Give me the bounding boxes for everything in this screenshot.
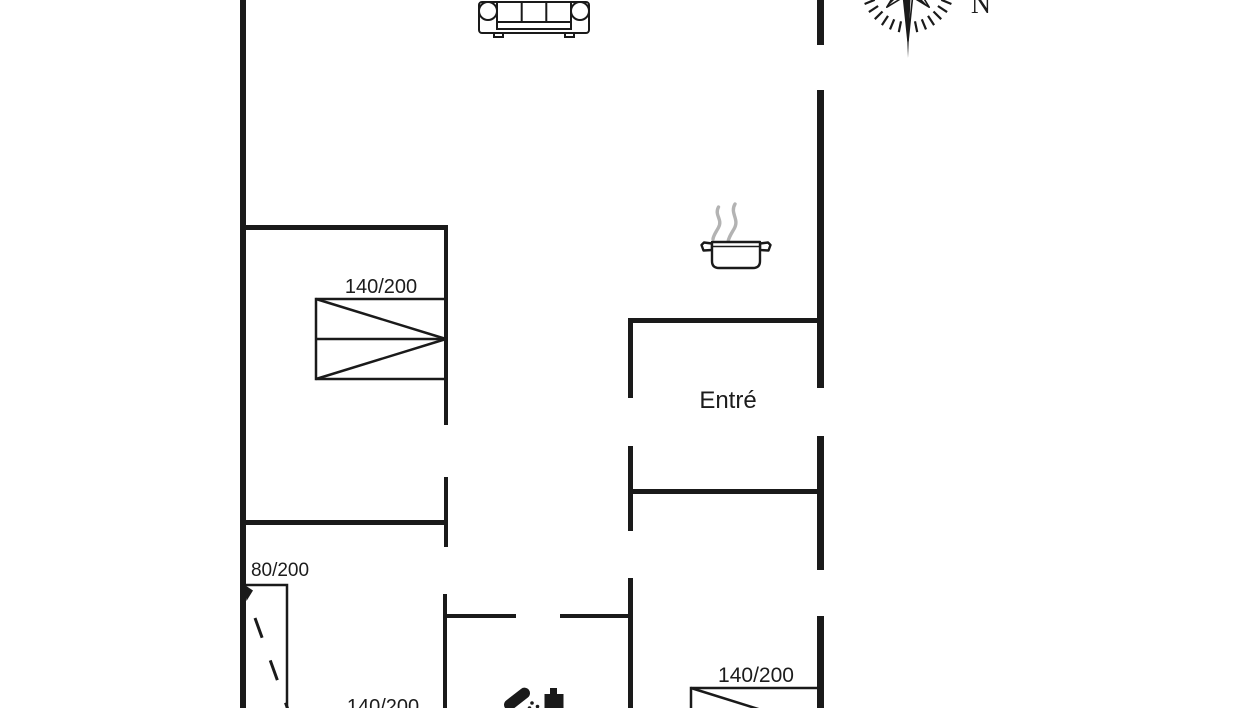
compass-south-needle xyxy=(905,0,911,58)
compass-rose-icon xyxy=(864,0,952,58)
compass-north-label: N xyxy=(970,0,992,20)
bed-corner-arrow-icon xyxy=(244,584,253,601)
wall-right-bottom xyxy=(817,616,824,708)
steam-icon xyxy=(711,202,738,244)
wall-entre-bottom xyxy=(628,489,824,494)
bed-size-label-single-bed: 80/200 xyxy=(250,560,310,581)
wood-stove-icon xyxy=(544,688,564,708)
bed-size-label-lower-right-double: 140/200 xyxy=(718,664,794,687)
wall-entre-top xyxy=(628,318,824,323)
log-icon xyxy=(504,687,540,708)
sofa-icon xyxy=(478,1,590,38)
bed-fold-dashed-line xyxy=(253,617,289,708)
wall-bedroom-right-lower xyxy=(444,477,448,547)
wall-lowerleft-room-right xyxy=(443,594,447,708)
bed-size-label-top-bedroom: 140/200 xyxy=(344,276,418,298)
wall-bedroom-top xyxy=(240,225,448,230)
bed-size-label-lower-left-double: 140/200 xyxy=(346,696,420,708)
single-bed-symbol xyxy=(242,583,289,708)
wall-hall-top-right xyxy=(560,614,632,618)
wall-lowerleft-room-top xyxy=(240,520,448,525)
wall-entre-left-lower xyxy=(628,446,633,531)
wall-left-outer xyxy=(240,0,246,708)
cooking-pot-icon xyxy=(700,240,772,270)
wall-right-mid xyxy=(817,436,824,570)
double-bed-symbol-top xyxy=(314,297,448,381)
wall-entre-left-upper xyxy=(628,318,633,398)
walls xyxy=(240,0,824,708)
room-label-entre: Entré xyxy=(699,387,757,414)
wall-right-top xyxy=(817,0,824,45)
double-bed-symbol-bottom-right xyxy=(689,686,821,708)
wall-lowerright-room-left xyxy=(628,578,633,708)
wall-hall-top-left xyxy=(443,614,516,618)
wall-right-upper xyxy=(817,90,824,388)
